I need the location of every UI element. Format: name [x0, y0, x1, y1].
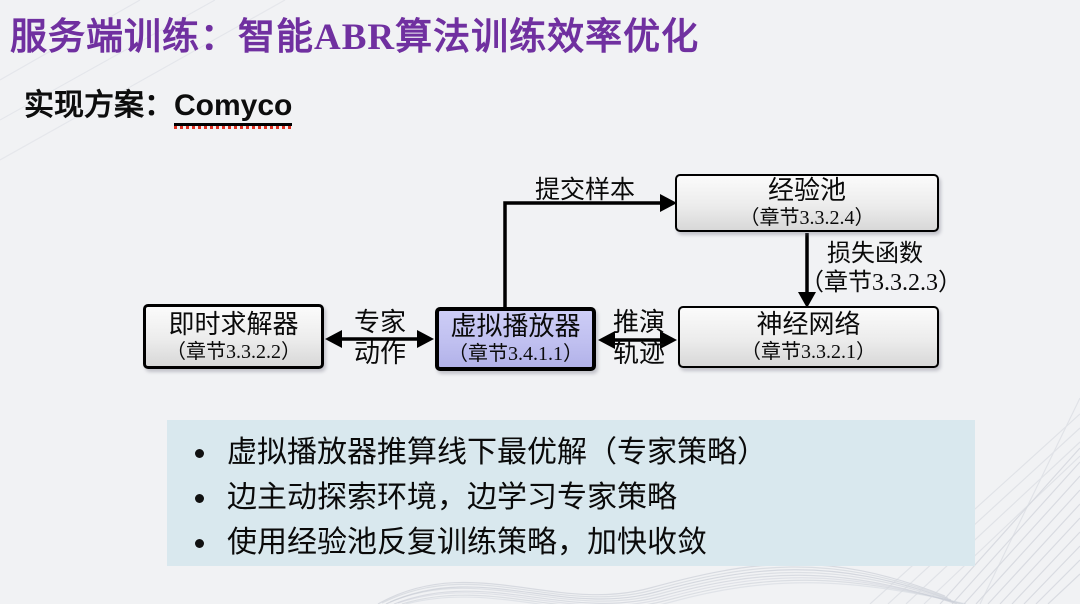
bullet-text: 虚拟播放器推算线下最优解（专家策略）: [227, 436, 767, 469]
slide-title: 服务端训练：智能ABR算法训练效率优化: [10, 17, 700, 58]
node-instant-solver-name: 即时求解器: [168, 309, 299, 339]
list-item: 虚拟播放器推算线下最优解（专家策略）: [181, 430, 965, 475]
bullet-text: 边主动探索环境，边学习专家策略: [227, 481, 677, 514]
edge-label-loss-function-name: 损失函数: [827, 241, 923, 267]
node-neural-network: 神经网络 （章节3.3.2.1）: [678, 306, 939, 368]
node-virtual-player-name: 虚拟播放器: [450, 312, 581, 341]
node-neural-network-section: （章节3.3.2.1）: [741, 341, 876, 363]
edge-label-rollout-trace-line1: 推演: [612, 308, 665, 337]
edge-label-expert-action-line1: 专家: [353, 308, 406, 337]
edge-label-expert-action-line2: 动作: [353, 339, 406, 368]
subtitle: 实现方案：Comyco: [24, 80, 293, 126]
list-item: 使用经验池反复训练策略，加快收敛: [181, 520, 965, 565]
node-virtual-player-section: （章节3.4.1.1）: [448, 343, 583, 365]
edge-label-loss-function: 损失函数 （章节3.3.2.3）: [800, 240, 962, 298]
node-neural-network-name: 神经网络: [756, 310, 861, 339]
key-points-list: 虚拟播放器推算线下最优解（专家策略） 边主动探索环境，边学习专家策略 使用经验池…: [181, 430, 965, 565]
node-experience-pool: 经验池 （章节3.3.2.4）: [675, 174, 939, 232]
key-points-panel: 虚拟播放器推算线下最优解（专家策略） 边主动探索环境，边学习专家策略 使用经验池…: [167, 420, 975, 566]
submit-sample-arrow-line: [503, 201, 661, 307]
edge-label-submit-sample: 提交样本: [534, 177, 635, 204]
list-item: 边主动探索环境，边学习专家策略: [181, 475, 965, 520]
node-experience-pool-section: （章节3.3.2.4）: [739, 207, 875, 229]
subtitle-label: 实现方案：: [24, 89, 174, 122]
bullet-text: 使用经验池反复训练策略，加快收敛: [227, 526, 707, 559]
edge-label-loss-function-section: （章节3.3.2.3）: [800, 270, 962, 296]
node-instant-solver: 即时求解器 （章节3.3.2.2）: [143, 304, 324, 369]
edge-label-rollout-trace-line2: 轨迹: [612, 339, 665, 368]
node-instant-solver-section: （章节3.3.2.2）: [166, 340, 301, 363]
subtitle-scheme-name: Comyco: [174, 89, 293, 126]
node-virtual-player: 虚拟播放器 （章节3.4.1.1）: [435, 307, 596, 371]
edge-label-rollout-trace: 推演 轨迹: [588, 307, 690, 369]
node-experience-pool-name: 经验池: [767, 176, 846, 205]
edge-label-expert-action: 专家 动作: [329, 307, 431, 369]
